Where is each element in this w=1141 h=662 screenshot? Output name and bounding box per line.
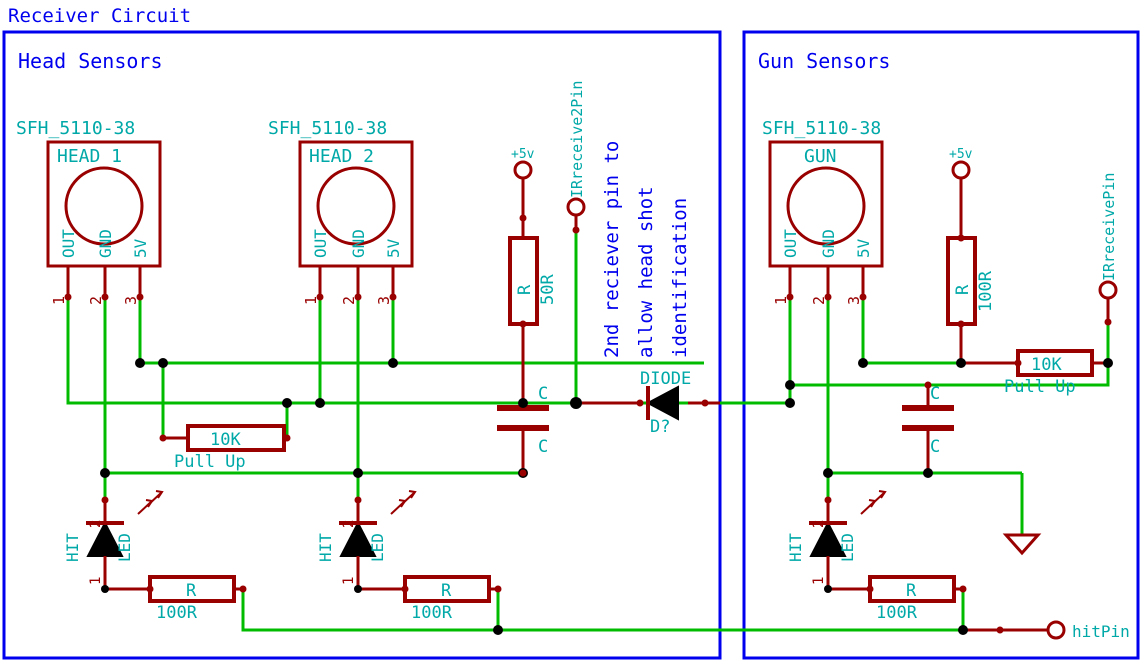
- resistor-value-10k-head: 10K: [210, 430, 241, 450]
- led-pin-bottom-2: 1: [341, 577, 357, 585]
- power-label-5v-head: +5v: [511, 147, 535, 162]
- sensor-pin-number-head1-2: 2: [87, 296, 105, 305]
- sensor-pin-label-head2-out: OUT: [311, 229, 330, 258]
- resistor-ref-50r: R: [515, 284, 535, 295]
- diode-ref: D?: [650, 417, 670, 437]
- led-ref-2: HIT: [316, 533, 335, 562]
- io-pin-label-irreceive2pin: IRreceive2Pin: [568, 81, 586, 198]
- led-arrow-1b: [137, 499, 154, 515]
- led-pin-bottom-1: 1: [88, 577, 104, 585]
- io-pin-label-hitpin: hitPin: [1072, 622, 1130, 641]
- led-pin-top-1: 2: [88, 520, 104, 528]
- resistor-ref-100r-gun: R: [953, 284, 973, 295]
- power-label-5v-gun: +5v: [949, 147, 973, 162]
- sensor-pin-number-head1-3: 3: [122, 296, 140, 305]
- capacitor-label-bottom-gun: C: [930, 437, 940, 457]
- resistor-value-100r-3: 100R: [876, 603, 918, 623]
- resistor-ref-100r-2: R: [441, 581, 452, 601]
- diode-triangle: [645, 385, 679, 421]
- io-pin-symbol-hitpin: [1046, 620, 1066, 640]
- sensor-pin-label-head2-5v: 5V: [384, 238, 403, 258]
- sensor-lens-head1: [64, 166, 144, 246]
- led-pin-bottom-3: 1: [811, 577, 827, 585]
- sensor-lens-gun: [786, 166, 866, 246]
- sensor-pin-number-head2-3: 3: [375, 296, 393, 305]
- sensor-type-head2: SFH_5110-38: [268, 118, 387, 139]
- sensor-pin-number-head2-2: 2: [340, 296, 358, 305]
- component-wires-red: [46, 140, 1118, 640]
- sensor-ref-head1: HEAD 1: [57, 146, 122, 167]
- sensor-pin-number-gun-1: 1: [772, 296, 790, 305]
- ground-symbol: [1002, 533, 1042, 556]
- sensor-pin-number-head2-1: 1: [302, 296, 320, 305]
- sensor-body-head2: [298, 140, 414, 268]
- sensor-pin-number-gun-2: 2: [810, 296, 828, 305]
- annotation-line-1: 2nd reciever pin to: [601, 141, 623, 358]
- io-pin-symbol-irreceivepin: [1098, 280, 1118, 300]
- panel-gun-sensors-label: Gun Sensors: [758, 49, 890, 73]
- resistor-ref-100r-3: R: [906, 581, 917, 601]
- led-name-1: LED: [115, 533, 134, 562]
- led-arrow-3b: [860, 499, 877, 515]
- io-pin-symbol-irreceive2pin: [566, 197, 586, 217]
- sensor-ref-gun: GUN: [804, 146, 837, 167]
- resistor-value-100r-gun: 100R: [976, 270, 996, 312]
- sensor-pin-label-gun-5v: 5V: [854, 238, 873, 258]
- power-symbol-5v-head: [513, 160, 533, 180]
- junction-dots: [100, 358, 1113, 635]
- annotation-line-3: identification: [669, 198, 691, 358]
- sensor-pin-label-head1-gnd: GND: [96, 229, 115, 258]
- panel-head-sensors-label: Head Sensors: [18, 49, 163, 73]
- resistor-value-10k-gun: 10K: [1031, 355, 1062, 375]
- led-arrow-2b: [390, 499, 407, 515]
- sensor-pin-label-head2-gnd: GND: [349, 229, 368, 258]
- resistor-value-100r-2: 100R: [411, 603, 453, 623]
- sensor-pin-number-head1-1: 1: [50, 296, 68, 305]
- sensor-type-gun: SFH_5110-38: [762, 118, 881, 139]
- sensor-pin-label-head1-5v: 5V: [131, 238, 150, 258]
- sensor-body-gun: [768, 140, 884, 268]
- resistor-body-100r-gun-vertical: [946, 236, 977, 326]
- panel-head-sensors-border: [2, 30, 722, 660]
- annotation-line-2: allow head shot: [635, 186, 657, 358]
- io-pin-label-irreceivepin: IRreceivePin: [1100, 173, 1118, 281]
- sensor-ref-head2: HEAD 2: [309, 146, 374, 167]
- resistor-body-10k-head: [186, 424, 286, 452]
- capacitor-label-top-gun: C: [930, 384, 940, 404]
- pin-dots: [64, 214, 1112, 634]
- sensor-pin-number-gun-3: 3: [845, 296, 863, 305]
- sensor-pin-label-head1-out: OUT: [59, 229, 78, 258]
- resistor-body-50r: [508, 236, 539, 326]
- page-title: Receiver Circuit: [8, 5, 191, 27]
- panel-gun-sensors-border: [742, 30, 1140, 660]
- led-ref-3: HIT: [786, 533, 805, 562]
- resistor-value-50r: 50R: [538, 274, 558, 305]
- sensor-lens-head2: [316, 166, 396, 246]
- sensor-type-head1: SFH_5110-38: [16, 118, 135, 139]
- net-wires-green: [66, 163, 1110, 632]
- led-pin-top-3: 2: [811, 520, 827, 528]
- led-pin-top-2: 2: [341, 520, 357, 528]
- sensor-pin-label-gun-gnd: GND: [819, 229, 838, 258]
- led-name-3: LED: [838, 533, 857, 562]
- led-name-2: LED: [368, 533, 387, 562]
- sensor-pin-label-gun-out: OUT: [781, 229, 800, 258]
- resistor-note-10k-gun: Pull Up: [1004, 377, 1076, 397]
- capacitor-label-top-head: C: [538, 384, 548, 404]
- resistor-value-100r-1: 100R: [156, 603, 198, 623]
- led-ref-1: HIT: [63, 533, 82, 562]
- power-symbol-5v-gun: [951, 160, 971, 180]
- resistor-ref-100r-1: R: [186, 581, 197, 601]
- diode-label: DIODE: [640, 369, 691, 389]
- capacitor-label-bottom-head: C: [538, 437, 548, 457]
- resistor-note-10k-head: Pull Up: [174, 452, 246, 472]
